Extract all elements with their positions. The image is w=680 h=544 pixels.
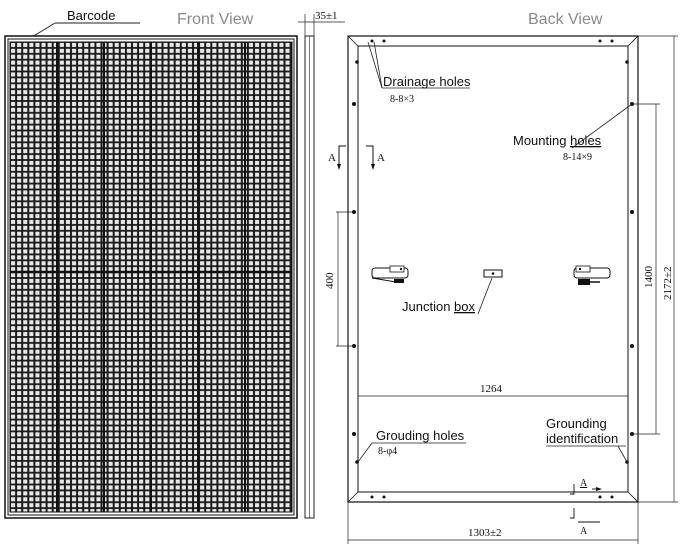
junction-box-callout: Junction box: [402, 277, 493, 315]
barcode-callout: Barcode: [31, 8, 140, 38]
front-view-title: Front View: [177, 11, 254, 28]
dimension-2172-label: 2172±2: [662, 266, 674, 300]
front-view: Front View Barcode: [4, 8, 298, 519]
junction-box-label-underlined: box: [454, 299, 475, 314]
drainage-holes-callout: Drainage holes 8-8×3: [367, 41, 471, 105]
grounding-identification-callout: Grounding identification: [546, 416, 628, 463]
dimension-400: 400: [324, 211, 354, 347]
dimension-1264: 1264: [358, 383, 628, 397]
svg-text:Junction box: Junction box: [402, 299, 476, 314]
svg-text:Mounting holes: Mounting holes: [513, 133, 602, 148]
drainage-holes-spec: 8-8×3: [390, 94, 414, 105]
mounting-holes-spec: 8-14×9: [563, 152, 592, 163]
dimension-2172: 2172±2: [638, 35, 678, 503]
dimension-400-label: 400: [324, 272, 336, 289]
back-view: Back View: [324, 11, 678, 544]
grounding-holes-callout: Grouding holes 8-φ4: [357, 428, 466, 463]
dimension-1303-label: 1303±2: [468, 527, 502, 539]
drainage-holes-label: Drainage holes: [383, 74, 471, 89]
junction-box-left: [371, 265, 409, 283]
mounting-holes-label: Mounting: [513, 133, 570, 148]
barcode-label: Barcode: [67, 8, 115, 23]
dimension-1264-label: 1264: [480, 383, 503, 395]
section-a-label-bottom-2: A: [580, 526, 588, 537]
section-a-marker-bottom: A A: [570, 478, 602, 537]
junction-box-center: [483, 269, 503, 278]
dimension-1303: 1303±2: [347, 502, 639, 544]
mounting-holes-label-underlined: holes: [570, 133, 602, 148]
grounding-identification-line1: Grounding: [546, 416, 607, 431]
frame-corner-joints: [347, 35, 639, 503]
section-a-marker-left: A A: [328, 145, 385, 170]
junction-box-label: Junction: [402, 299, 454, 314]
section-a-label-left-2: A: [377, 152, 385, 164]
grounding-holes-spec: 8-φ4: [378, 446, 397, 457]
back-view-title: Back View: [528, 11, 603, 28]
dimension-1400-label: 1400: [643, 266, 655, 289]
cell-column-dividers: [56, 42, 246, 512]
grounding-holes-label: Grouding holes: [376, 428, 465, 443]
mounting-holes-callout: Mounting holes 8-14×9: [513, 103, 633, 163]
drainage-holes: [370, 39, 614, 499]
dimension-1400: 1400: [632, 103, 660, 435]
section-a-label-bottom-1: A: [580, 478, 588, 489]
grounding-identification-line2: identification: [546, 431, 618, 446]
section-a-label-left-1: A: [328, 152, 336, 164]
junction-box-right: [573, 265, 611, 285]
thickness-dimension: 35±1: [315, 10, 338, 22]
side-view: 35±1: [298, 10, 345, 519]
